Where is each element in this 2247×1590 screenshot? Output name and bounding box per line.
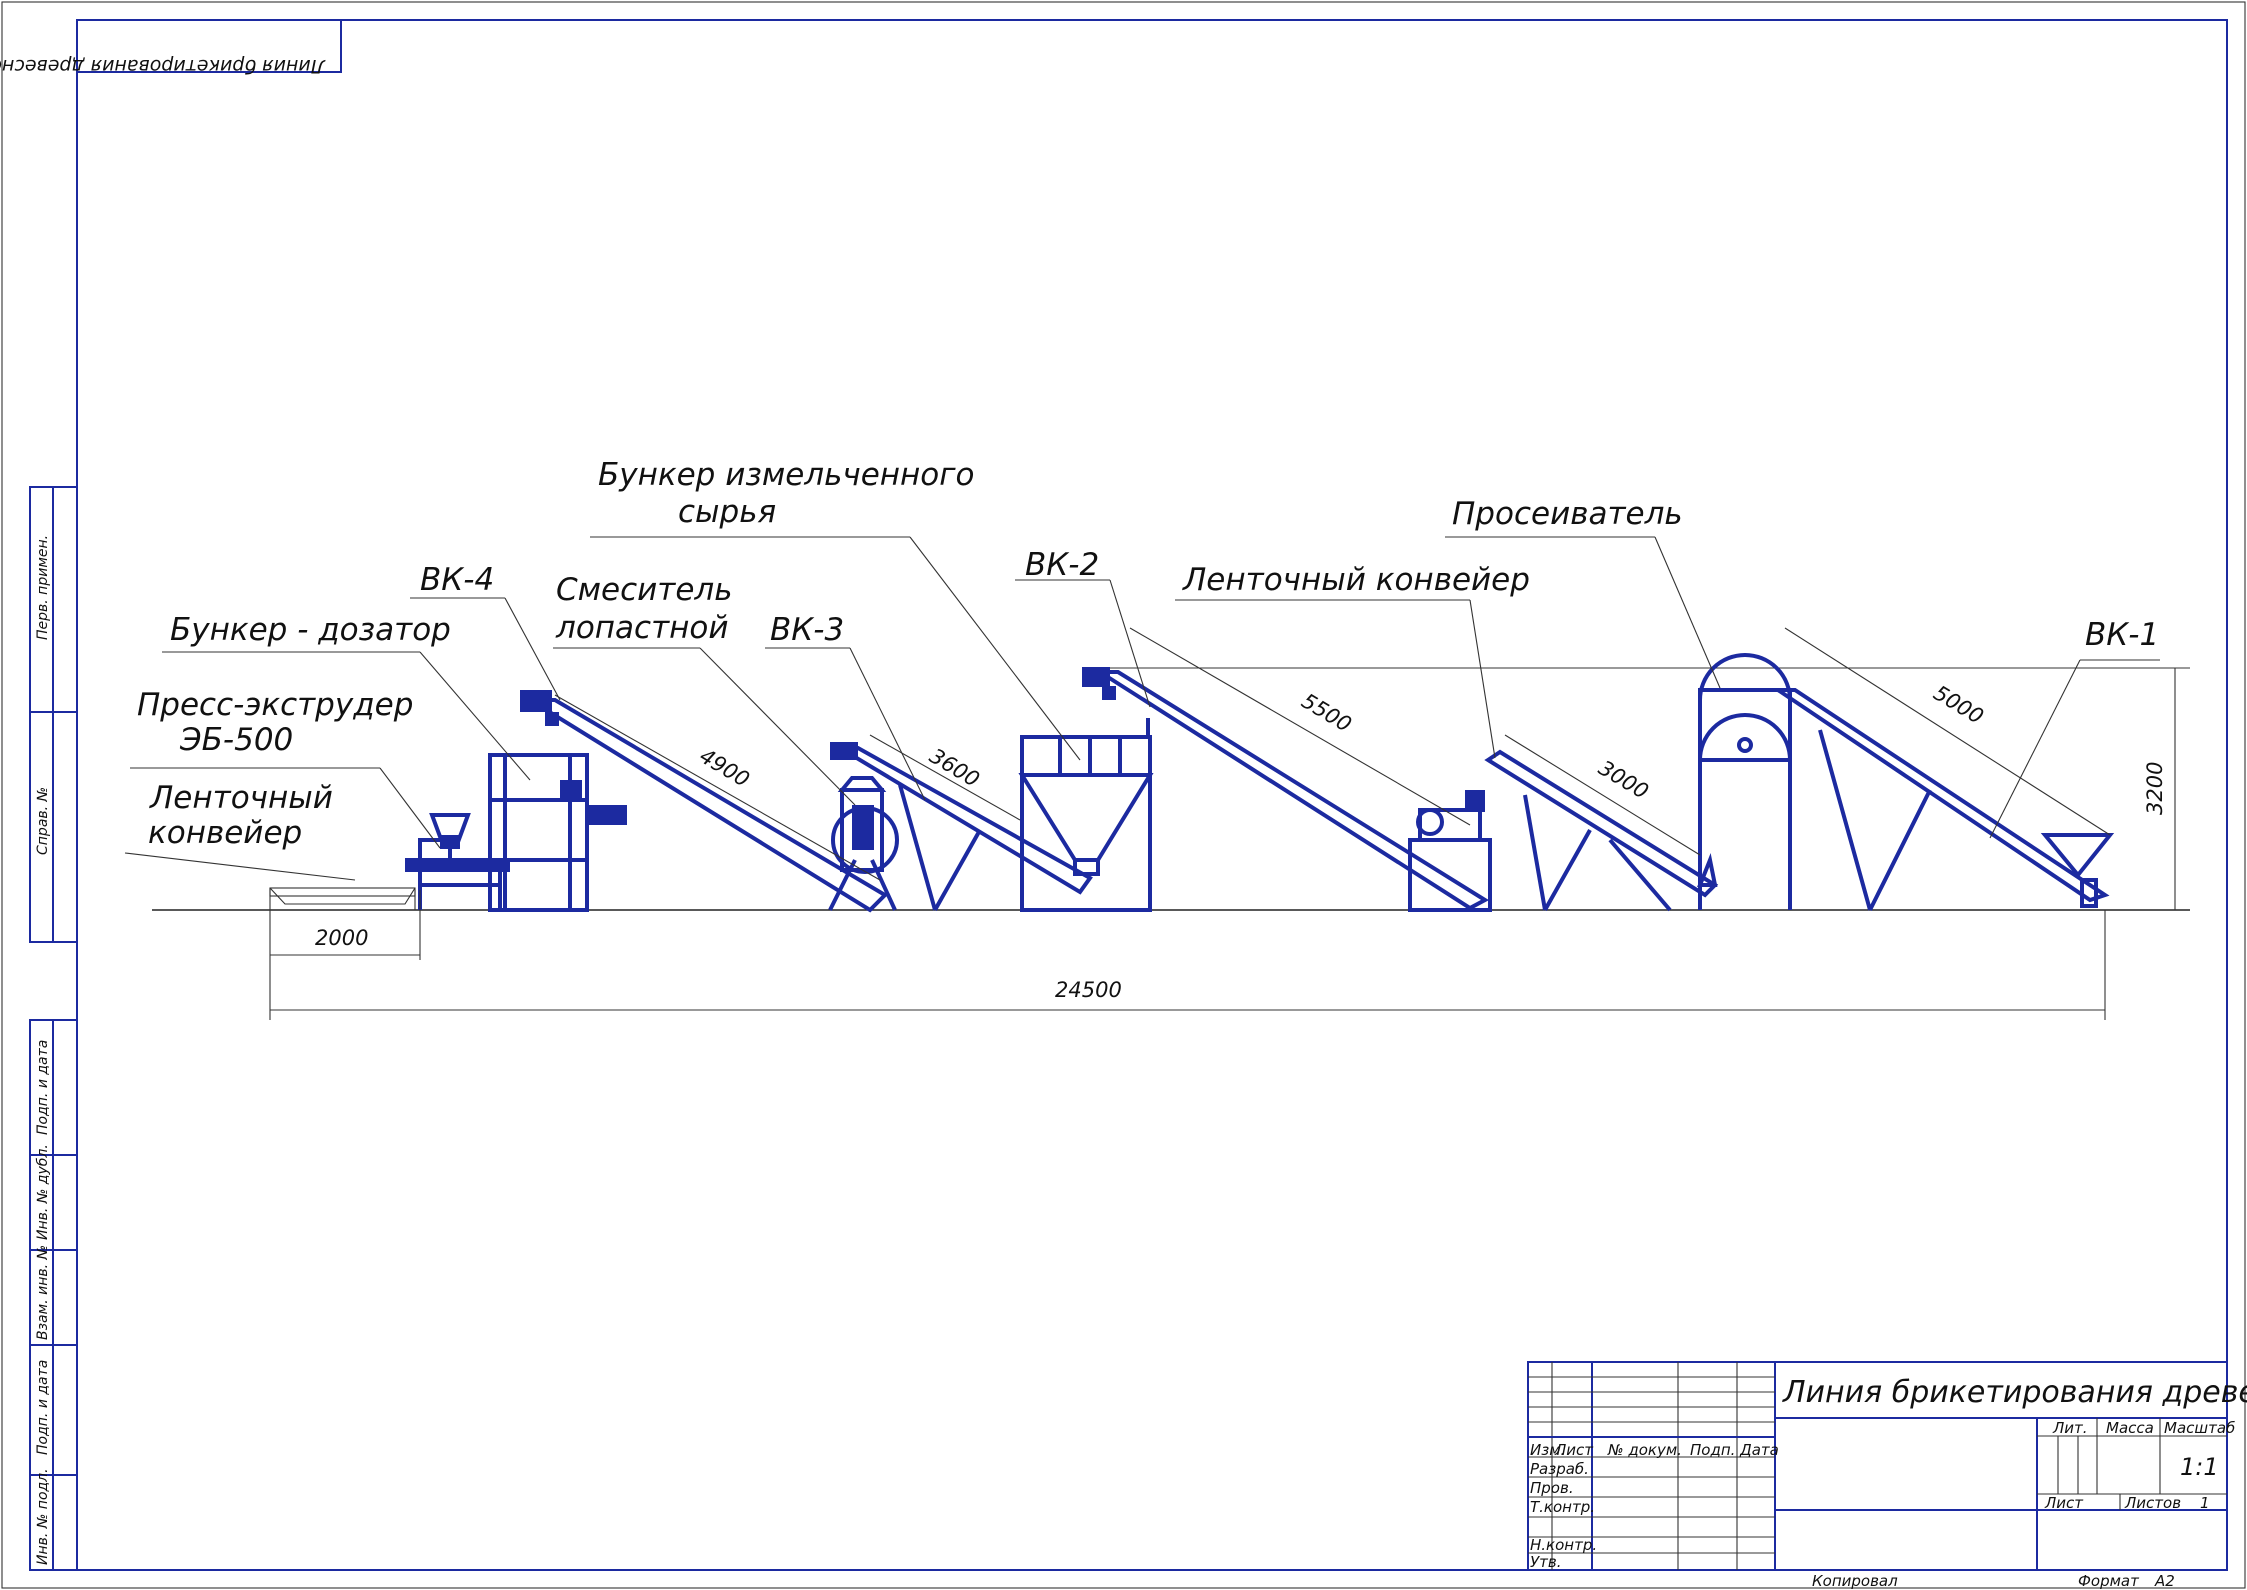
leader-lines: [124, 536, 2160, 881]
tb-copied: Копировал: [1812, 1572, 1898, 1590]
tb-col-sign: Подп.: [1690, 1441, 1735, 1459]
crusher-unit: [1408, 790, 1492, 912]
dim-3000: 3000: [1594, 756, 1652, 804]
label-crushed-bunker-line2: сырья: [678, 494, 776, 530]
label-belt-left-line1: Ленточный: [149, 780, 333, 816]
title-block: [1527, 1361, 2228, 1571]
side-field-1: Перв. примен.: [35, 535, 51, 640]
side-field-6: Подп. и дата: [35, 1360, 51, 1455]
tb-row-prov: Пров.: [1530, 1479, 1574, 1497]
label-press-line2: ЭБ-500: [179, 722, 293, 758]
tb-mass: Масса: [2106, 1419, 2154, 1437]
side-field-3: Подп. и дата: [35, 1040, 51, 1135]
tb-col-doc: № докум.: [1607, 1441, 1682, 1459]
press-extruder: [405, 813, 510, 910]
tb-row-utv: Утв.: [1530, 1553, 1562, 1571]
label-vk3: ВК-3: [770, 612, 844, 648]
screw-conveyor-vk2: [1082, 667, 1490, 911]
label-vk4: ВК-4: [420, 562, 494, 598]
side-field-4: Инв. № дубл.: [35, 1144, 51, 1240]
dimension-lines: [269, 627, 2176, 1020]
crushed-material-bunker: [1018, 718, 1154, 912]
tb-lit: Лит.: [2052, 1419, 2088, 1437]
sifter: [1697, 653, 1792, 910]
dim-3600: 3600: [925, 744, 983, 792]
tb-sheets: Листов: [2124, 1494, 2181, 1512]
dim-24500: 24500: [1055, 978, 1122, 1002]
belt-conveyor-left: [269, 887, 416, 910]
tb-row-tkontr: Т.контр.: [1530, 1498, 1595, 1516]
tb-scale: Масштаб: [2164, 1419, 2235, 1437]
side-field-2: Справ. №: [35, 787, 51, 855]
tb-row-razrab: Разраб.: [1530, 1460, 1589, 1478]
dim-4900: 4900: [695, 744, 753, 792]
screw-conveyor-vk4: [520, 690, 889, 913]
dosing-bunker: [488, 753, 627, 912]
label-mixer-line2: лопастной: [555, 610, 729, 646]
tb-col-izm: Изм.: [1530, 1441, 1565, 1459]
screw-conveyor-vk3: [830, 742, 1093, 911]
label-mixer-line1: Смеситель: [556, 572, 733, 608]
screw-conveyor-vk1: [1771, 688, 2115, 911]
side-fields: Перв. примен. Справ. № Подп. и дата Инв.…: [29, 486, 78, 1571]
tb-sheets-value: 1: [2200, 1494, 2210, 1512]
tb-scale-value: 1:1: [2180, 1453, 2219, 1481]
label-belt-right: Ленточный конвейер: [1182, 562, 1530, 598]
tb-sheet: Лист: [2044, 1494, 2084, 1512]
tb-format-value: A2: [2154, 1572, 2175, 1590]
label-belt-left-line2: конвейер: [148, 815, 302, 851]
dim-5000: 5000: [1929, 681, 1987, 729]
label-crushed-bunker-line1: Бункер измельченного: [598, 457, 975, 493]
label-sifter: Просеиватель: [1452, 496, 1683, 532]
label-vk1: ВК-1: [2085, 617, 2159, 653]
side-field-7: Инв. № подл.: [35, 1468, 51, 1565]
dim-2000: 2000: [315, 926, 368, 950]
paddle-mixer: [828, 776, 899, 911]
label-press-line1: Пресс-экструдер: [137, 687, 413, 723]
tb-row-nkontr: Н.контр.: [1530, 1536, 1597, 1554]
label-dosing-bunker: Бункер - дозатор: [170, 612, 451, 648]
mirrored-title: Линия брикетирования древесного угля: [0, 55, 326, 77]
dim-3200: 3200: [2143, 762, 2167, 815]
mirrored-stamp: Линия брикетирования древесного угля: [0, 19, 342, 77]
title-block-title: Линия брикетирования древесного угля: [1782, 1375, 2247, 1410]
side-field-5: Взам. инв. №: [35, 1245, 51, 1340]
tb-format: Формат: [2078, 1572, 2140, 1590]
tb-col-date: Дата: [1739, 1441, 1779, 1459]
label-vk2: ВК-2: [1025, 547, 1099, 583]
tb-col-list: Лист: [1554, 1441, 1594, 1459]
